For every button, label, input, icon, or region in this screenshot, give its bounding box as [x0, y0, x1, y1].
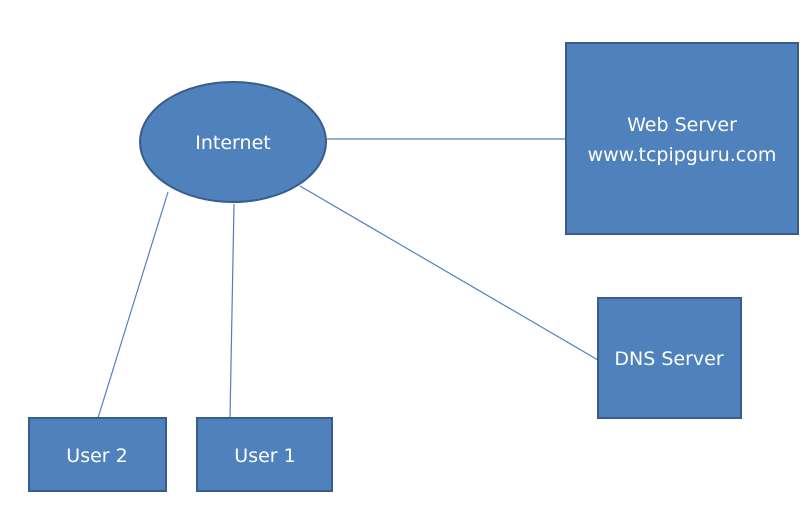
link-internet-user2: [97, 191, 169, 419]
web-server-label: Web Server: [627, 114, 737, 136]
user1-node[interactable]: User 1: [196, 417, 333, 492]
internet-node[interactable]: Internet: [139, 81, 327, 203]
user1-box: [196, 417, 333, 492]
user1-label: User 1: [234, 445, 295, 467]
user2-label: User 2: [66, 445, 127, 467]
user2-node[interactable]: User 2: [28, 417, 167, 492]
dns-server-box: [597, 297, 742, 419]
user2-box: [28, 417, 167, 492]
link-internet-user1: [229, 203, 235, 419]
web-server-hostname: www.tcpipguru.com: [588, 144, 777, 166]
web-server-box: [565, 42, 799, 235]
dns-server-node[interactable]: DNS Server: [597, 297, 742, 419]
dns-server-label: DNS Server: [614, 348, 723, 370]
link-internet-dns-server: [299, 185, 599, 361]
internet-ellipse: [139, 81, 327, 203]
internet-label: Internet: [195, 132, 270, 154]
web-server-node[interactable]: Web Server www.tcpipguru.com: [565, 42, 799, 235]
